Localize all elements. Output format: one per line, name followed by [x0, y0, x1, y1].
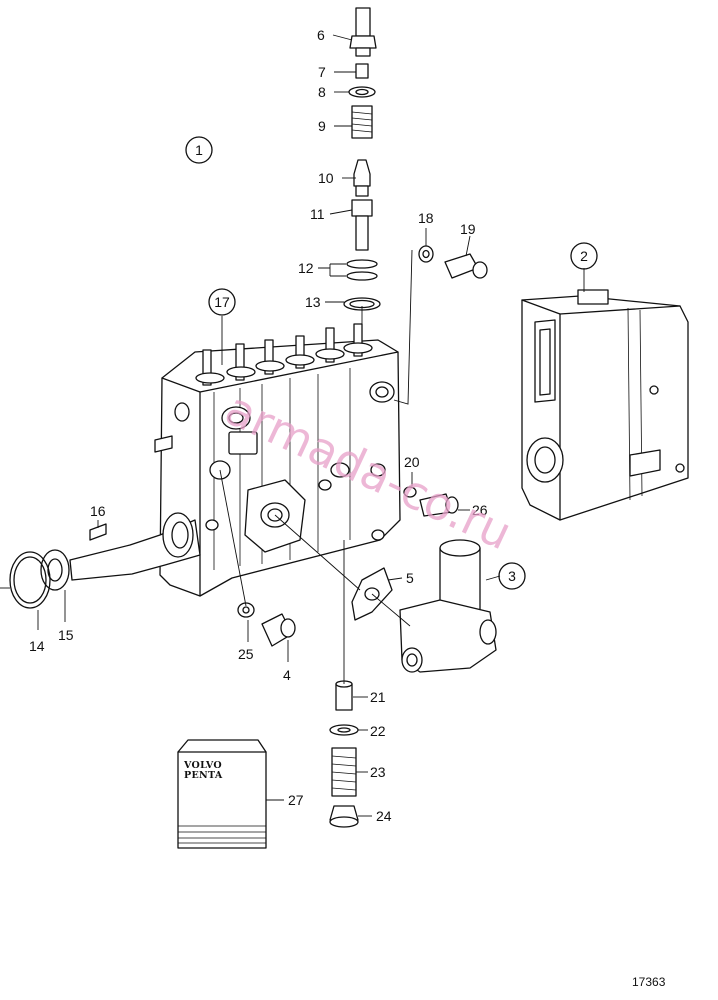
- part-label-21: 21: [370, 689, 386, 705]
- part-label-24: 24: [376, 808, 392, 824]
- camshaft-end: [9, 512, 201, 609]
- part-label-16: 16: [90, 503, 106, 519]
- part-label-9: 9: [318, 118, 326, 134]
- group-label-1: 1: [185, 136, 213, 164]
- part-label-25: 25: [238, 646, 254, 662]
- part-labels: 4 5 6 7 8 9 10 11 12 13 14 15 16 18 19 2…: [29, 27, 488, 824]
- delivery-valve-stack: [343, 7, 381, 330]
- part-label-18: 18: [418, 210, 434, 226]
- part-label-14: 14: [29, 638, 45, 654]
- part-label-20: 20: [404, 454, 420, 470]
- manual-label-volvo: VOLVO: [183, 760, 222, 771]
- group-label-17: 17: [208, 288, 236, 316]
- instruction-manual-icon: VOLVO PENTA: [177, 739, 267, 849]
- delivery-valve-lower: [329, 540, 359, 828]
- part-label-8: 8: [318, 84, 326, 100]
- part-label-26: 26: [472, 502, 488, 518]
- part-label-22: 22: [370, 723, 386, 739]
- part-label-15: 15: [58, 627, 74, 643]
- svg-text:3: 3: [508, 568, 516, 584]
- part-label-11: 11: [310, 206, 325, 222]
- svg-text:2: 2: [580, 248, 588, 264]
- leader-lines: [0, 34, 585, 817]
- part-label-23: 23: [370, 764, 386, 780]
- part-label-27: 27: [288, 792, 304, 808]
- part-label-7: 7: [318, 64, 326, 80]
- part-label-10: 10: [318, 170, 334, 186]
- part-label-4: 4: [283, 667, 291, 683]
- injection-pump-housing: [154, 339, 401, 597]
- group-label-2: 2: [570, 242, 598, 270]
- part-label-13: 13: [305, 294, 321, 310]
- part-label-12: 12: [298, 260, 314, 276]
- figure-number: 17363: [632, 975, 666, 989]
- part-label-5: 5: [406, 570, 414, 586]
- small-fittings: [237, 245, 488, 647]
- governor-housing: [521, 289, 689, 521]
- part-label-6: 6: [317, 27, 325, 43]
- feed-pump: [351, 539, 497, 673]
- manual-label-penta: PENTA: [184, 770, 223, 781]
- svg-text:1: 1: [195, 142, 203, 158]
- group-label-3: 3: [498, 562, 526, 590]
- pump-studs: [195, 323, 373, 386]
- part-label-19: 19: [460, 221, 476, 237]
- svg-text:17: 17: [214, 294, 230, 310]
